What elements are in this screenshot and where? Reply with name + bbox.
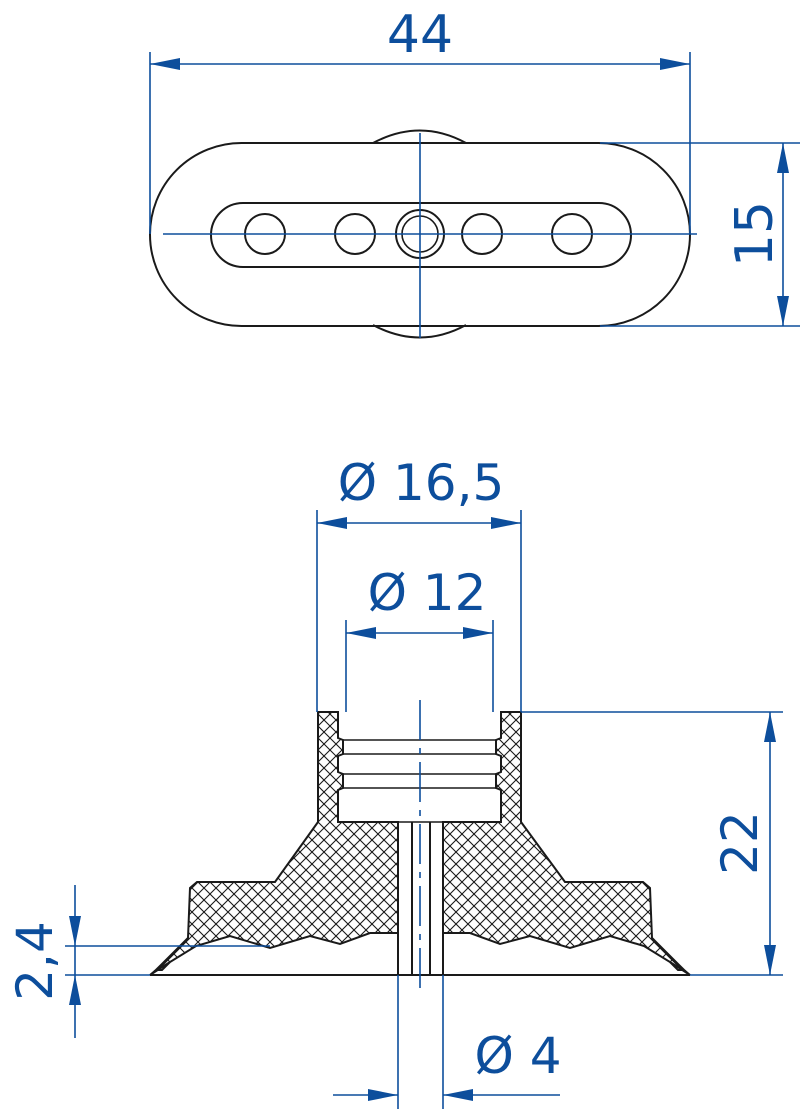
dimension-bore: Ø 4 (333, 975, 562, 1109)
suction-slot (210, 202, 632, 268)
section-body-right (442, 711, 687, 971)
top-fitting-bump (372, 129, 467, 144)
dim-bore-label: Ø 4 (474, 1027, 561, 1085)
lip-tip-left (149, 937, 189, 976)
section-body-left (153, 711, 399, 971)
top-view: 44 15 (149, 5, 800, 339)
dimension-width: 15 (600, 142, 800, 327)
dimension-inner-diameter: Ø 12 (345, 564, 494, 712)
dimension-height: 22 (521, 711, 783, 976)
dim-length-label: 44 (387, 5, 453, 65)
section-view: Ø 16,5 Ø 12 22 2,4 (6, 454, 783, 1109)
dim-lip-label: 2,4 (6, 921, 64, 1001)
dim-height-label: 22 (711, 811, 769, 875)
dimension-length: 44 (149, 5, 691, 234)
dim-width-label: 15 (725, 201, 785, 267)
dim-outer-diameter-label: Ø 16,5 (338, 454, 505, 512)
lip-tip-right (651, 937, 691, 976)
dimension-outer-diameter: Ø 16,5 (316, 454, 522, 712)
dimension-lip: 2,4 (6, 885, 270, 1038)
dim-inner-diameter-label: Ø 12 (368, 564, 487, 622)
